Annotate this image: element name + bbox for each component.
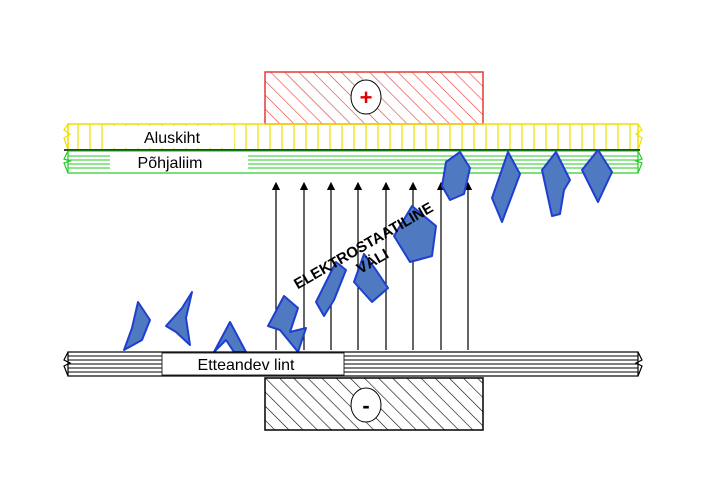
flock-particle: [165, 291, 193, 346]
flock-particle: [491, 151, 521, 223]
flock-particle: [267, 295, 307, 353]
positive-electrode: +: [264, 71, 484, 125]
negative-electrode: -: [264, 377, 484, 431]
base-glue-label: Põhjaliim: [138, 155, 203, 172]
negative-sign-circle: [350, 387, 382, 423]
base-glue-layer: Põhjaliim: [63, 150, 643, 174]
flock-particle: [213, 321, 247, 353]
flock-particle: [393, 205, 437, 263]
feed-belt-label: Etteandev lint: [198, 357, 296, 374]
substrate-layer: Aluskiht: [63, 123, 643, 151]
flock-particle: [581, 149, 613, 203]
positive-sign: +: [360, 85, 373, 110]
flock-particle: [441, 151, 471, 201]
negative-sign: -: [362, 393, 369, 418]
feed-belt: Etteandev lint: [63, 351, 643, 377]
flock-particle: [541, 151, 571, 217]
flock-particle: [315, 261, 347, 317]
positive-sign-circle: [350, 79, 382, 115]
flock-particles: [123, 149, 613, 353]
substrate-label: Aluskiht: [144, 130, 201, 147]
flock-particle: [123, 301, 151, 351]
flock-particle: [353, 253, 389, 303]
